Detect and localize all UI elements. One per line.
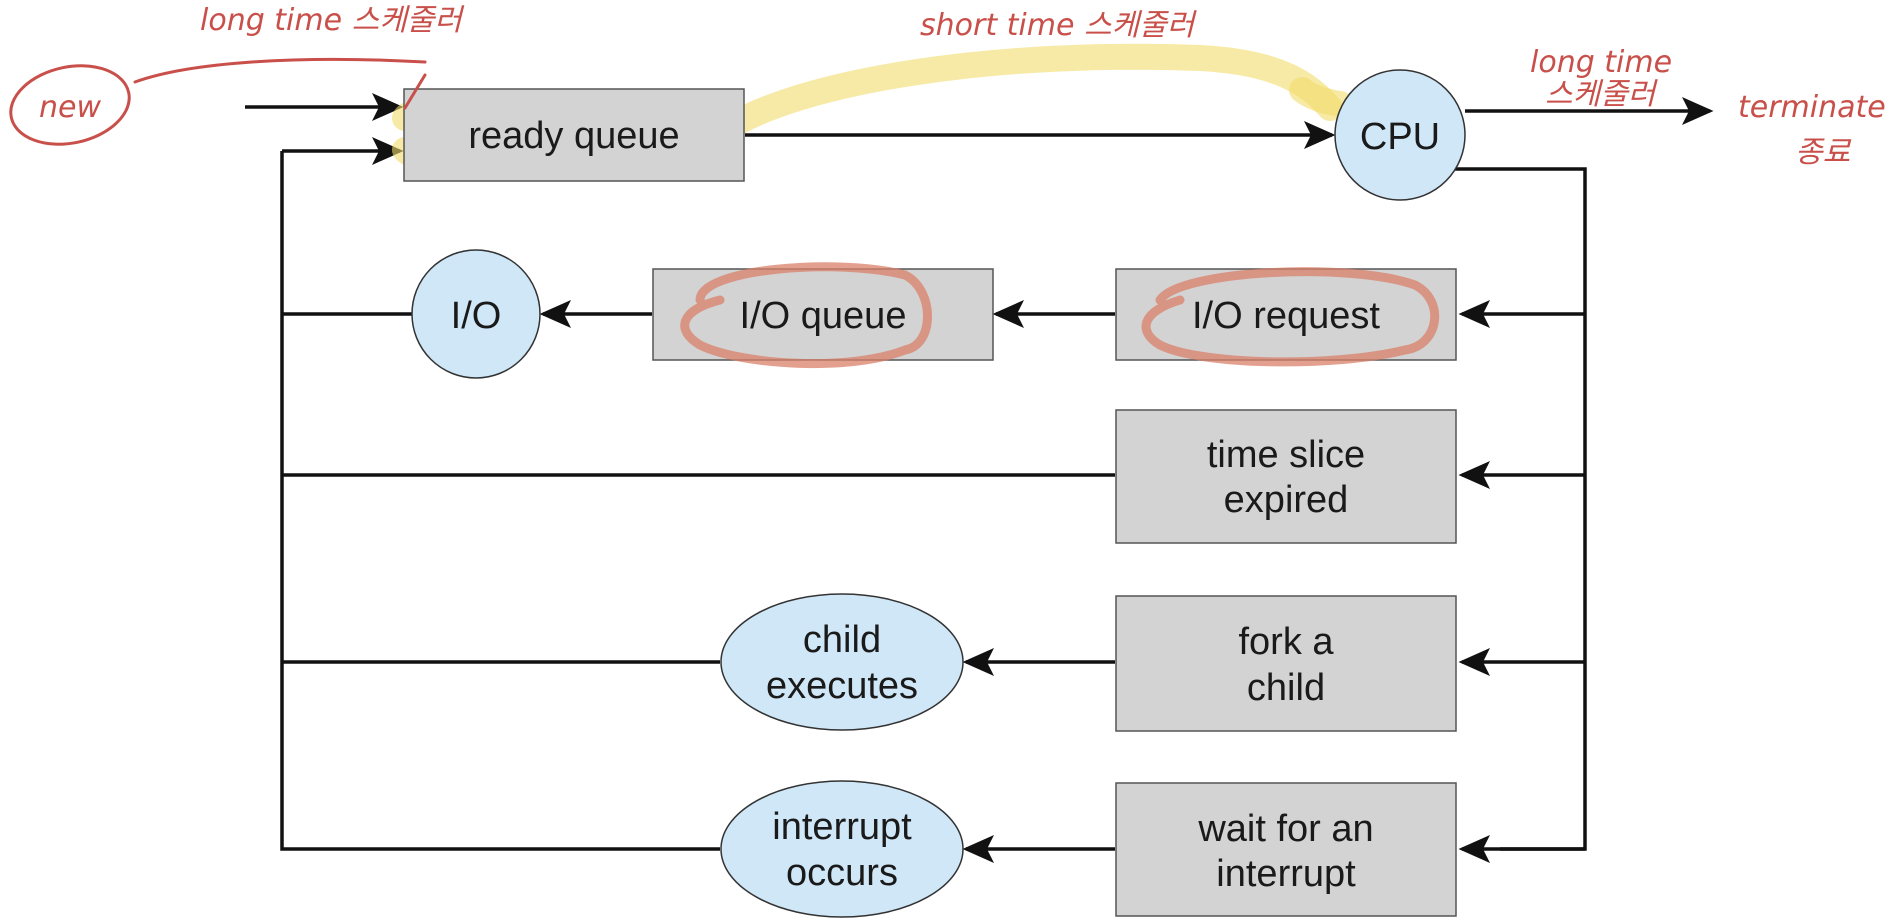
child-label-line2: executes <box>766 665 918 707</box>
connectors <box>245 93 1714 863</box>
short-time-highlight-tip <box>1289 77 1353 117</box>
interrupt-occurs-node: interrupt occurs <box>720 780 964 918</box>
long-time-right-annotation-line2: 스케줄러 <box>1545 77 1658 112</box>
short-time-scheduler-annotation: short time 스케줄러 <box>920 8 1197 43</box>
io-queue-label: I/O queue <box>740 295 907 337</box>
interrupt-label-line2: occurs <box>786 852 898 894</box>
interrupt-label-line1: interrupt <box>772 806 912 848</box>
terminate-korean-annotation: 종료 <box>1795 135 1852 170</box>
time-slice-box: time slice expired <box>1115 409 1457 544</box>
time-slice-label-line2: expired <box>1224 479 1349 521</box>
io-queue-circle-mark <box>680 262 932 369</box>
ready-queue-box: ready queue <box>403 88 745 182</box>
wait-label-line1: wait for an <box>1197 808 1373 850</box>
new-annotation: new <box>39 90 101 125</box>
io-node: I/O <box>411 249 541 379</box>
wait-label-line2: interrupt <box>1216 853 1356 895</box>
io-request-box: I/O request <box>1115 268 1457 361</box>
io-label: I/O <box>451 295 502 337</box>
annotations: new long time 스케줄러 short time 스케줄러 long … <box>9 3 1886 170</box>
terminate-annotation: terminate <box>1738 90 1886 125</box>
cpu-dispatch-trunk <box>1455 167 1587 851</box>
wait-interrupt-box: wait for an interrupt <box>1115 782 1457 917</box>
new-circle-mark <box>9 64 131 146</box>
new-annotation-tick <box>403 73 427 110</box>
ready-queue-label: ready queue <box>468 115 679 157</box>
long-time-right-annotation-line1: long time <box>1530 45 1672 80</box>
child-executes-node: child executes <box>720 593 964 731</box>
io-request-circle-mark <box>1141 267 1440 367</box>
fork-child-box: fork a child <box>1115 595 1457 732</box>
child-label-line1: child <box>803 619 881 661</box>
time-slice-label-line1: time slice <box>1207 434 1365 476</box>
fork-label-line1: fork a <box>1238 621 1334 663</box>
io-request-label: I/O request <box>1192 295 1380 337</box>
cpu-node: CPU <box>1334 69 1466 201</box>
return-trunk <box>280 151 720 851</box>
new-annotation-line <box>133 57 427 84</box>
long-time-scheduler-annotation: long time 스케줄러 <box>200 3 464 38</box>
cpu-label: CPU <box>1360 116 1440 158</box>
fork-label-line2: child <box>1247 667 1325 709</box>
